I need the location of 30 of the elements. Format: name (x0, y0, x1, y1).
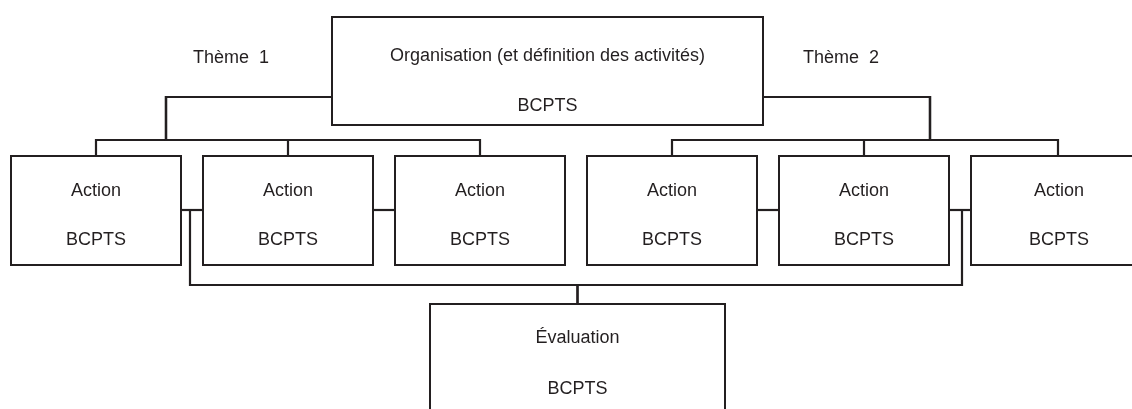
box-subtitle: BCPTS (449, 228, 511, 250)
box-title: Action (70, 179, 122, 201)
box-title: Action (1033, 179, 1085, 201)
connector-line (164, 95, 482, 155)
box-title: Action (646, 179, 698, 201)
theme-label: Thème 2 (803, 46, 880, 68)
box-subtitle: BCPTS (833, 228, 895, 250)
box-subtitle: BCPTS (516, 94, 579, 116)
process-box (10, 155, 182, 266)
process-box (586, 155, 758, 266)
box-title: Action (454, 179, 506, 201)
connector-line (374, 208, 394, 212)
box-subtitle: BCPTS (1028, 228, 1090, 250)
box-title: Action (262, 179, 314, 201)
process-box (970, 155, 1132, 266)
box-title: Organisation (et définition des activités) (388, 44, 707, 66)
process-box (394, 155, 566, 266)
process-box (202, 155, 374, 266)
connector-line (764, 95, 1060, 155)
box-title: Évaluation (534, 326, 621, 348)
box-title: Action (838, 179, 890, 201)
connector-line (758, 208, 778, 212)
box-subtitle: BCPTS (546, 377, 609, 399)
box-subtitle: BCPTS (257, 228, 319, 250)
box-subtitle: BCPTS (65, 228, 127, 250)
theme-label: Thème 1 (193, 46, 270, 68)
organisation-box (331, 16, 764, 126)
process-box (429, 303, 726, 409)
box-subtitle: BCPTS (641, 228, 703, 250)
process-box (778, 155, 950, 266)
